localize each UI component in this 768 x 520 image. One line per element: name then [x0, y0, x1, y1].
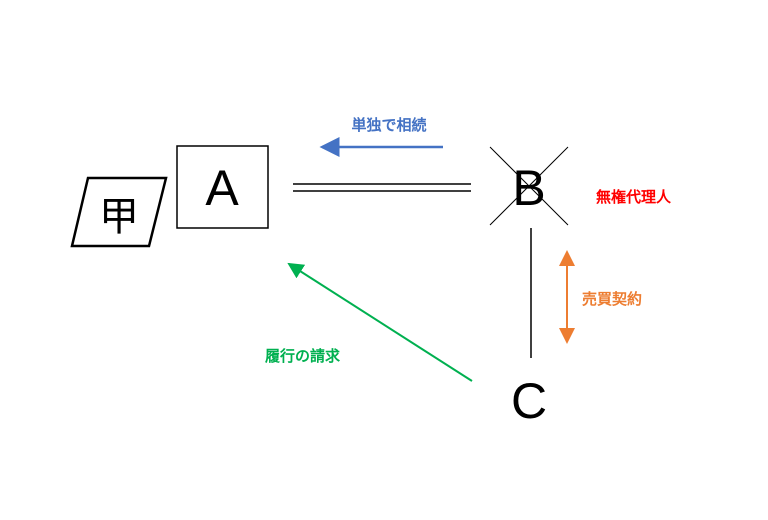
cross-out-line — [489, 146, 569, 226]
sales-contract-label: 売買契約 — [582, 290, 642, 308]
node-c: C — [511, 373, 547, 429]
node-b: B — [512, 160, 545, 216]
kou-parallelogram — [70, 176, 168, 248]
performance-claim-arrow — [287, 262, 473, 382]
performance-claim-label: 履行の請求 — [264, 347, 341, 365]
node-a: A — [205, 160, 239, 216]
inheritance-label: 単独で相続 — [351, 116, 426, 134]
kou-label: 甲 — [99, 194, 139, 240]
unauthorized-agent-label: 無権代理人 — [596, 188, 672, 206]
a-box — [176, 145, 269, 229]
